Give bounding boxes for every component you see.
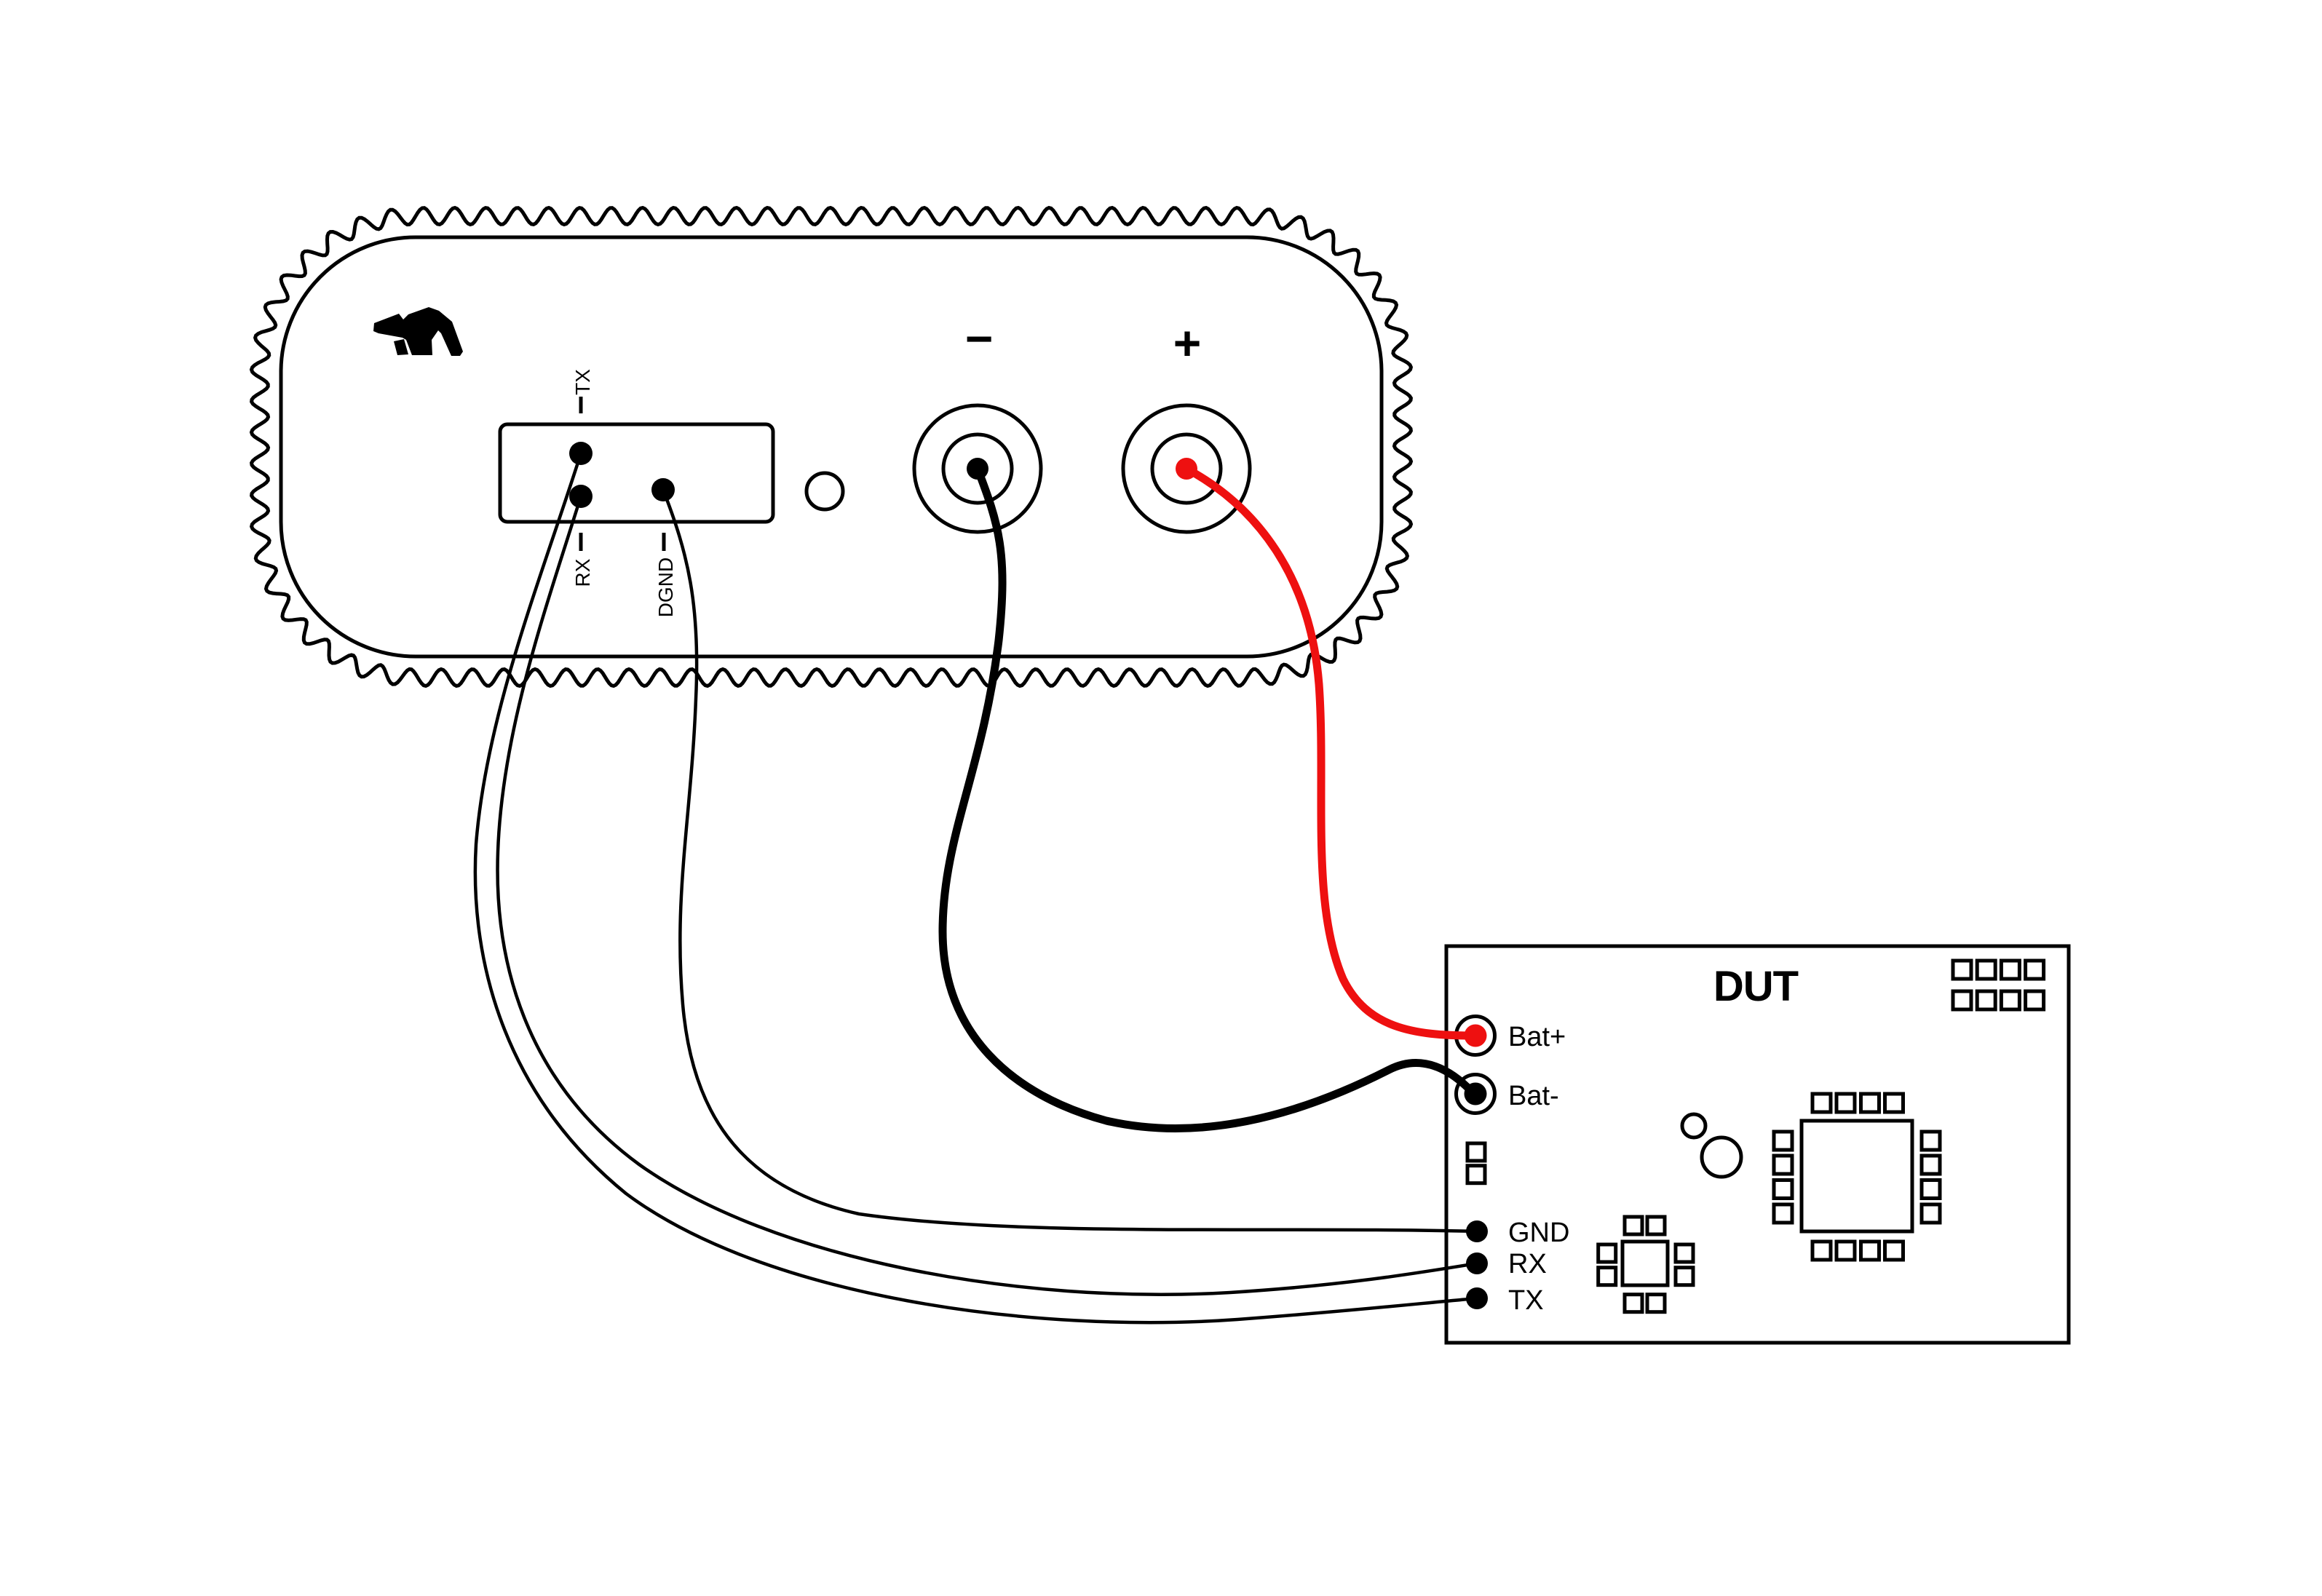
smd-pad (1834, 1092, 1857, 1114)
dut-board-outline (1444, 944, 2071, 1345)
smd-pad (1883, 1092, 1905, 1114)
smd-pad (1772, 1154, 1794, 1176)
bat-minus-label: Bat- (1508, 1081, 1559, 1111)
bat-minus-ring (1454, 1073, 1497, 1115)
large-ic-body (1799, 1119, 1914, 1234)
uart-dgnd-pin (651, 478, 675, 501)
negative-terminal-contact (967, 458, 988, 480)
smd-pad (1859, 1239, 1881, 1262)
small-hole (1680, 1112, 1708, 1140)
bat-plus-label: Bat+ (1508, 1022, 1566, 1052)
wires (473, 453, 1478, 1325)
smd-pad (1465, 1164, 1487, 1186)
uart-connector-body (498, 422, 775, 524)
negative-battery-wire (938, 467, 1475, 1132)
positive-battery-wire (1184, 465, 1474, 1040)
smd-pad (1772, 1129, 1794, 1152)
smd-pad (1883, 1239, 1905, 1262)
smd-pad (1673, 1242, 1695, 1264)
small-ic-body (1620, 1239, 1670, 1287)
dut-gnd-pin (1466, 1220, 1488, 1242)
smd-pad (1673, 1266, 1695, 1287)
smd-pad (1810, 1239, 1833, 1262)
connection-dots (569, 442, 1488, 1309)
gnd-signal-wire (661, 489, 1478, 1234)
smd-pad (1859, 1092, 1881, 1114)
smd-pad (1596, 1266, 1618, 1287)
dut-tx-pin (1466, 1287, 1488, 1309)
smd-pad (1772, 1178, 1794, 1200)
smd-pad (1919, 1129, 1942, 1152)
smd-pad (1622, 1215, 1644, 1236)
tx-signal-wire (473, 453, 1478, 1325)
smd-pads (1465, 958, 2046, 1314)
gnd-pin-label: GND (1508, 1218, 1569, 1248)
smd-pad (1919, 1202, 1942, 1225)
smd-pad (1596, 1242, 1618, 1264)
round-indicator (804, 471, 845, 512)
smd-pad (1772, 1202, 1794, 1225)
smd-pad (1919, 1178, 1942, 1200)
smd-pad (2024, 958, 2046, 981)
rx-pin-label: RX (571, 558, 594, 587)
smd-pad (1645, 1293, 1667, 1314)
dgnd-pin-label: DGND (654, 557, 677, 617)
tx-pin-label: TX (1508, 1285, 1544, 1316)
rx-signal-wire (496, 496, 1478, 1296)
dut-title: DUT (1713, 963, 1799, 1010)
power-analyzer-device: TX RX DGND − + (249, 205, 1414, 688)
smd-pad (1834, 1239, 1857, 1262)
smd-pad (1951, 989, 1973, 1012)
dut-bat-plus-pin (1464, 1024, 1487, 1047)
uart-rx-pin (569, 485, 593, 508)
positive-terminal-label: + (1173, 316, 1202, 370)
smd-pad (1465, 1141, 1487, 1163)
rx-pin-label: RX (1508, 1249, 1547, 1279)
dut-board: DUT Bat+ Bat- GND RX TX (1444, 944, 2071, 1345)
smd-pad (1999, 989, 2021, 1012)
tx-pin-label: TX (571, 369, 594, 395)
smd-pad (1999, 958, 2021, 981)
smd-pad (1810, 1092, 1833, 1114)
smd-pad (1975, 989, 1997, 1012)
smd-pad (1919, 1154, 1942, 1176)
positive-terminal: + (1121, 316, 1252, 534)
smd-pad (1645, 1215, 1667, 1236)
smd-pad (1622, 1293, 1644, 1314)
large-hole (1700, 1135, 1743, 1179)
dut-rx-pin (1466, 1252, 1488, 1274)
device-serrated-edge (249, 205, 1414, 688)
uart-tx-pin (569, 442, 593, 465)
smd-pad (1951, 958, 1973, 981)
smd-pad (1975, 958, 1997, 981)
smd-pad (2024, 989, 2046, 1012)
negative-terminal-label: − (965, 311, 994, 365)
device-body (279, 235, 1384, 659)
uart-connector: TX RX DGND (498, 369, 775, 617)
negative-terminal: − (912, 311, 1043, 534)
positive-terminal-contact (1176, 458, 1197, 480)
dut-bat-minus-pin (1464, 1082, 1487, 1105)
bear-logo-icon (373, 307, 463, 356)
